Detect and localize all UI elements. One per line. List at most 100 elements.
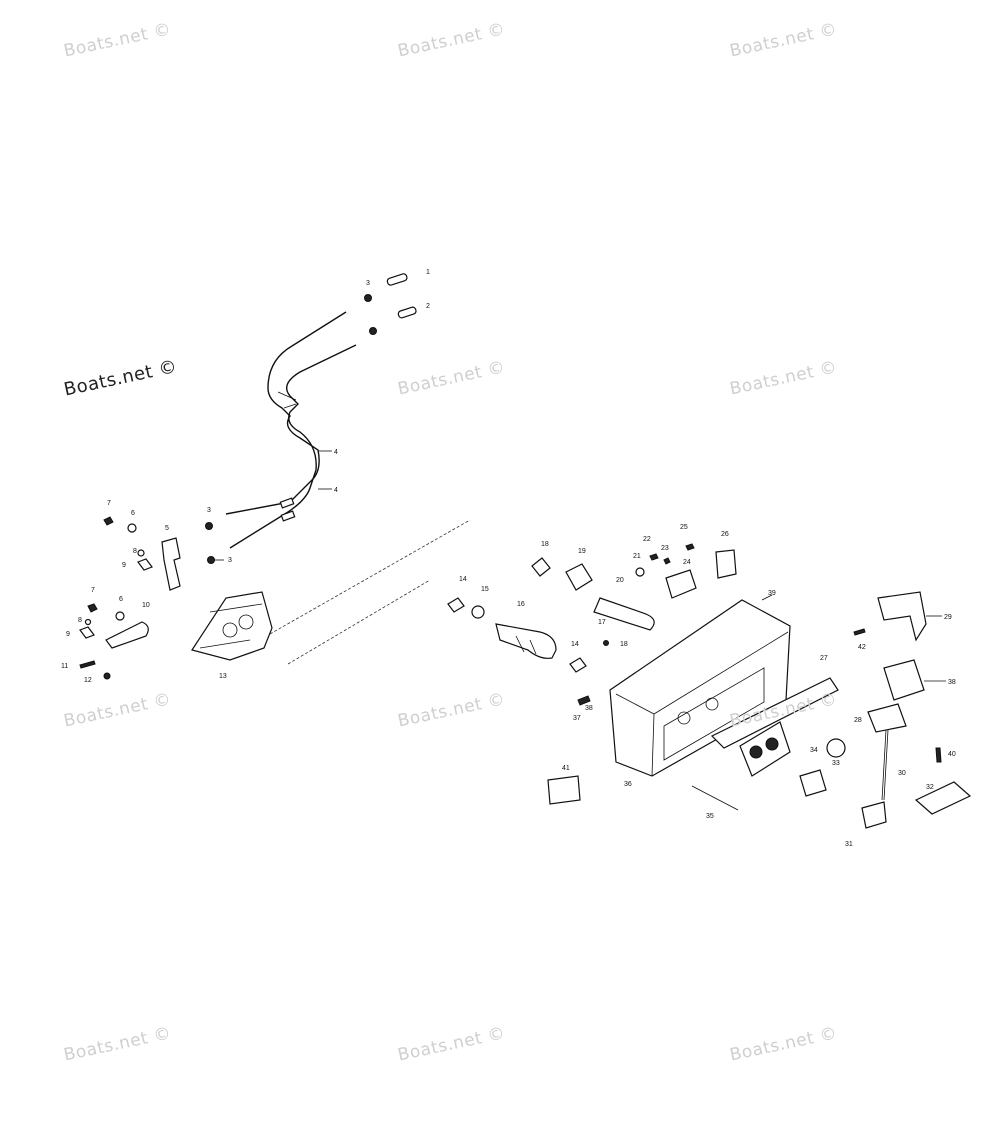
callout-39: 39 <box>768 590 776 597</box>
part-13-housing[interactable] <box>191 591 273 661</box>
part-7-screw-lower[interactable] <box>87 603 98 613</box>
part-8-pin-lower[interactable] <box>84 618 92 626</box>
part-4-cable-upper[interactable] <box>225 311 347 515</box>
part-8-pin-upper[interactable] <box>137 549 145 557</box>
callout-18-top: 18 <box>541 541 549 548</box>
callout-38-right: 38 <box>948 679 956 686</box>
callout-37: 37 <box>573 715 581 722</box>
callout-18-right: 18 <box>620 641 628 648</box>
part-22-screw[interactable] <box>649 553 659 561</box>
callout-20: 20 <box>616 577 624 584</box>
part-34-face-plate[interactable] <box>739 721 791 777</box>
callout-32: 32 <box>926 784 934 791</box>
part-10-lever-arm[interactable] <box>105 621 149 649</box>
part-41-block[interactable] <box>547 775 581 805</box>
part-31-base[interactable] <box>861 801 887 829</box>
callout-36: 36 <box>624 781 632 788</box>
callout-8-upper: 8 <box>133 548 137 555</box>
part-9-clip-lower[interactable] <box>79 626 95 639</box>
callout-2: 2 <box>426 303 430 310</box>
part-3-nut-top[interactable] <box>364 294 372 302</box>
callout-3-left: 3 <box>207 507 211 514</box>
callout-3-lower: 3 <box>228 557 232 564</box>
part-6-washer-lower[interactable] <box>115 611 125 621</box>
callout-3-top: 3 <box>366 280 370 287</box>
callout-31: 31 <box>845 841 853 848</box>
callout-30: 30 <box>898 770 906 777</box>
part-26-plate[interactable] <box>715 549 737 579</box>
part-27-panel-strip[interactable] <box>710 677 839 749</box>
part-11-bolt[interactable] <box>79 660 96 669</box>
callout-4-lower: 4 <box>334 487 338 494</box>
callout-34: 34 <box>810 747 818 754</box>
leader-lines <box>214 450 946 682</box>
part-19-collar[interactable] <box>565 563 593 591</box>
callout-42: 42 <box>858 644 866 651</box>
part-7-screw-upper[interactable] <box>103 516 114 526</box>
callout-8-lower: 8 <box>78 617 82 624</box>
part-18-screw[interactable] <box>603 640 609 646</box>
part-25-screw[interactable] <box>685 543 695 551</box>
part-16-shaft[interactable] <box>495 623 557 659</box>
part-1-fitting[interactable] <box>386 273 408 286</box>
callout-12: 12 <box>84 677 92 684</box>
part-9-clip-upper[interactable] <box>137 558 153 571</box>
callout-23: 23 <box>661 545 669 552</box>
callout-4-upper: 4 <box>334 449 338 456</box>
callout-41: 41 <box>562 765 570 772</box>
callout-19: 19 <box>578 548 586 555</box>
lever-bracket-group <box>79 516 273 680</box>
callout-13: 13 <box>219 673 227 680</box>
callout-14-lower: 14 <box>571 641 579 648</box>
part-32-pad[interactable] <box>914 781 972 815</box>
callout-27: 27 <box>820 655 828 662</box>
control-internals <box>447 543 737 706</box>
callout-6-lower: 6 <box>119 596 123 603</box>
part-29-cover[interactable] <box>877 591 927 642</box>
part-17-rod[interactable] <box>593 597 655 631</box>
callout-10: 10 <box>142 602 150 609</box>
callout-9-lower: 9 <box>66 631 70 638</box>
callout-11: 11 <box>61 663 68 670</box>
callout-5: 5 <box>165 525 169 532</box>
part-3-nut-mid[interactable] <box>369 327 377 335</box>
part-24-bracket[interactable] <box>665 569 697 599</box>
callout-26: 26 <box>721 531 729 538</box>
part-15-ring[interactable] <box>471 605 485 619</box>
callout-labels: 3 1 2 4 4 3 3 5 6 7 8 9 6 7 8 9 10 11 12… <box>61 269 956 848</box>
callout-40: 40 <box>948 751 956 758</box>
part-23-pin[interactable] <box>663 557 671 565</box>
part-35-rod[interactable] <box>691 785 739 811</box>
part-2-fitting[interactable] <box>397 306 417 319</box>
part-33-disc[interactable] <box>826 738 846 758</box>
part-38-switch[interactable] <box>883 659 925 701</box>
callout-21: 21 <box>633 553 641 560</box>
part-6-washer-upper[interactable] <box>127 523 137 533</box>
part-40-bolt[interactable] <box>935 747 942 763</box>
callout-1: 1 <box>426 269 430 276</box>
part-28-bracket[interactable] <box>867 703 907 733</box>
part-5-bracket[interactable] <box>161 537 181 591</box>
callout-9-upper: 9 <box>122 562 126 569</box>
part-37-screw[interactable] <box>577 695 591 706</box>
callout-35: 35 <box>706 813 714 820</box>
part-12-nut[interactable] <box>103 672 111 680</box>
part-18-bushing[interactable] <box>531 557 551 577</box>
part-14-cam-lower[interactable] <box>569 657 587 673</box>
part-14-cam-upper[interactable] <box>447 597 465 613</box>
part-3-nut-left-upper[interactable] <box>205 522 213 530</box>
cable-assembly <box>205 273 417 564</box>
callout-28: 28 <box>854 717 862 724</box>
callout-38-left: 38 <box>585 705 593 712</box>
part-33-knob[interactable] <box>799 769 827 797</box>
part-42-screw[interactable] <box>853 628 866 636</box>
part-4-cable-lower[interactable] <box>229 344 357 549</box>
callout-7-lower: 7 <box>91 587 95 594</box>
part-3-nut-left-lower[interactable] <box>207 556 215 564</box>
callout-6-upper: 6 <box>131 510 135 517</box>
callout-16: 16 <box>517 601 525 608</box>
part-21-washer[interactable] <box>635 567 645 577</box>
part-30-shaft[interactable] <box>881 729 889 801</box>
